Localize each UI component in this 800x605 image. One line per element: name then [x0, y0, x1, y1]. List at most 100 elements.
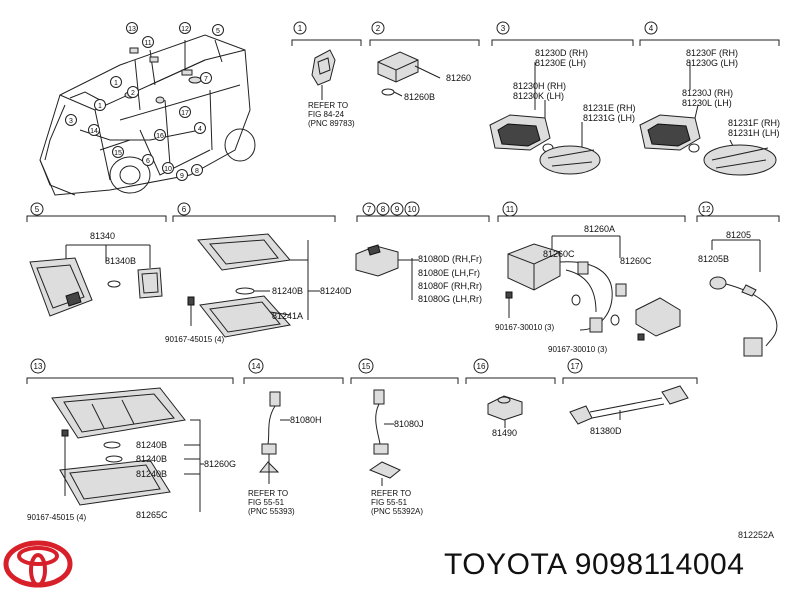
svg-text:11: 11 [144, 40, 151, 47]
refer-note-15-line3: (PNC 55392A) [371, 507, 423, 516]
svg-text:9: 9 [395, 205, 400, 214]
vehicle-callout-17: 17 [179, 106, 191, 118]
section-number-13: 13 [30, 358, 46, 374]
section-number-4: 4 [644, 21, 658, 35]
refer-note-15-line2: FIG 55-51 [371, 498, 408, 507]
svg-text:6: 6 [182, 205, 187, 214]
svg-text:17: 17 [181, 110, 189, 117]
part-label-81231G: 81231G (LH) [583, 113, 635, 123]
svg-text:1: 1 [114, 80, 118, 87]
part-label-81230K: 81230K (LH) [513, 91, 564, 101]
part-label-81241A: 81241A [272, 311, 303, 321]
vehicle-callout-1: 1 [94, 99, 106, 111]
part-label-81340: 81340 [90, 231, 115, 241]
toyota-logo-icon [3, 540, 73, 588]
vehicle-callout-10: 10 [162, 162, 174, 174]
vehicle-callout-11: 11 [142, 36, 154, 48]
part-label-90167-30010-left: 90167-30010 (3) [495, 323, 554, 332]
diagram-code: 812252A [738, 530, 775, 540]
section-brackets [26, 39, 780, 384]
brand-part-number: TOYOTA 9098114004 [444, 548, 744, 582]
part-label-81230J: 81230J (RH) [682, 88, 733, 98]
part-label-81265C: 81265C [136, 510, 168, 520]
part-label-81230L: 81230L (LH) [682, 98, 732, 108]
part-label-81080D: 81080D (RH,Fr) [418, 254, 482, 264]
svg-text:1: 1 [98, 103, 102, 110]
vehicle-callout-3: 3 [65, 114, 77, 126]
svg-text:11: 11 [506, 205, 515, 214]
section-15-parts [368, 389, 401, 486]
part-label-81230F: 81230F (RH) [686, 48, 738, 58]
part-label-81240D: 81240D [320, 286, 352, 296]
refer-note-1-line3: (PNC 89783) [308, 119, 355, 128]
section-number-8: 8 [376, 202, 390, 216]
svg-text:13: 13 [128, 26, 136, 33]
part-label-81260A: 81260A [584, 224, 615, 234]
vehicle-callout-7: 7 [200, 72, 212, 84]
section-number-10: 10 [404, 201, 420, 217]
vehicle-callout-14: 14 [88, 124, 100, 136]
section-number-16: 16 [473, 358, 489, 374]
svg-text:12: 12 [702, 205, 711, 214]
vehicle-callout-5: 5 [212, 24, 224, 36]
svg-text:4: 4 [649, 24, 654, 33]
svg-text:10: 10 [164, 166, 172, 173]
section-number-17: 17 [567, 358, 583, 374]
part-label-81080G: 81080G (LH,Rr) [418, 294, 482, 304]
refer-note-15-line1: REFER TO [371, 489, 411, 498]
part-label-81230E: 81230E (LH) [535, 58, 586, 68]
section-6-parts [187, 233, 320, 338]
section-3-parts [489, 62, 601, 175]
svg-text:15: 15 [114, 150, 122, 157]
refer-note-14-line2: FIG 55-51 [248, 498, 285, 507]
svg-text:17: 17 [571, 362, 580, 371]
svg-text:5: 5 [35, 205, 40, 214]
section-16-parts [487, 395, 523, 428]
section-number-6: 6 [177, 202, 191, 216]
part-label-81231H: 81231H (LH) [728, 128, 780, 138]
section-number-12: 12 [698, 201, 714, 217]
refer-note-14-line3: (PNC 55393) [248, 507, 295, 516]
svg-text:3: 3 [69, 118, 73, 125]
section-number-5: 5 [30, 202, 44, 216]
part-label-90167-30010-right: 90167-30010 (3) [548, 345, 607, 354]
part-label-81260C-left: 81260C [543, 249, 575, 259]
section-14-parts [258, 391, 290, 484]
part-label-81080E: 81080E (LH,Fr) [418, 268, 480, 278]
svg-text:16: 16 [156, 133, 164, 140]
svg-text:8: 8 [195, 168, 199, 175]
section-number-1: 1 [293, 21, 307, 35]
section-number-9: 9 [390, 202, 404, 216]
section-11-parts [505, 235, 681, 341]
vehicle-callout-8: 8 [191, 164, 203, 176]
part-label-81230H: 81230H (RH) [513, 81, 566, 91]
part-label-81490: 81490 [492, 428, 517, 438]
part-label-81240B-s6: 81240B [272, 286, 303, 296]
part-label-81231F: 81231F (RH) [728, 118, 780, 128]
section-17-parts [569, 385, 689, 425]
vehicle-callout-1: 1 [110, 76, 122, 88]
part-label-81080J: 81080J [394, 419, 424, 429]
part-label-81260C-right: 81260C [620, 256, 652, 266]
part-label-81230D: 81230D (RH) [535, 48, 588, 58]
part-number: 9098114004 [574, 548, 745, 581]
svg-text:2: 2 [376, 24, 381, 33]
part-label-81205: 81205 [726, 230, 751, 240]
svg-text:7: 7 [204, 76, 208, 83]
svg-text:2: 2 [131, 90, 135, 97]
section-4-parts [639, 62, 777, 176]
svg-text:14: 14 [252, 362, 261, 371]
part-label-81260: 81260 [446, 73, 471, 83]
svg-text:16: 16 [477, 362, 486, 371]
part-label-81230G: 81230G (LH) [686, 58, 738, 68]
svg-text:9: 9 [180, 173, 184, 180]
section-13-parts [51, 387, 204, 512]
part-label-81240B-13b: 81240B [136, 454, 167, 464]
svg-text:3: 3 [501, 24, 506, 33]
section-number-3: 3 [496, 21, 510, 35]
vehicle-callout-4: 4 [194, 122, 206, 134]
part-label-81231E: 81231E (RH) [583, 103, 636, 113]
svg-text:6: 6 [146, 158, 150, 165]
